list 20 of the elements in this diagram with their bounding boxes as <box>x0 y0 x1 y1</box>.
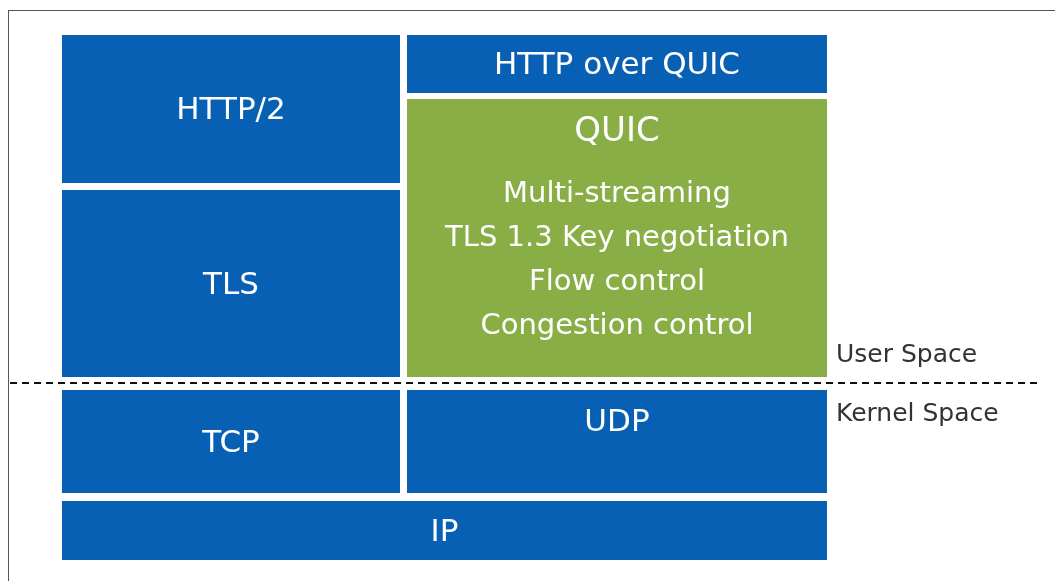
layer-name: IP <box>430 511 459 550</box>
layer-block <box>62 190 400 377</box>
layer-name: HTTP over QUIC <box>493 45 741 83</box>
layer-block <box>407 99 827 377</box>
feature-text: Flow control <box>529 261 705 299</box>
layer-block <box>62 390 400 493</box>
feature-text: Congestion control <box>480 305 754 343</box>
layer-name: HTTP/2 <box>176 90 286 128</box>
feature-text: Multi-streaming <box>503 173 731 211</box>
layer-block <box>407 35 827 93</box>
layer-name: QUIC <box>574 109 660 150</box>
layer-name: UDP <box>584 402 650 440</box>
feature-text: TLS 1.3 Key negotiation <box>445 217 789 255</box>
layer-block <box>62 35 400 183</box>
layer-name: TCP <box>202 422 260 461</box>
layer-block <box>407 390 827 493</box>
layer-block <box>62 501 827 560</box>
layer-name: TLS <box>203 264 259 303</box>
space-label: User Space <box>836 339 978 368</box>
space-label: Kernel Space <box>836 398 999 427</box>
